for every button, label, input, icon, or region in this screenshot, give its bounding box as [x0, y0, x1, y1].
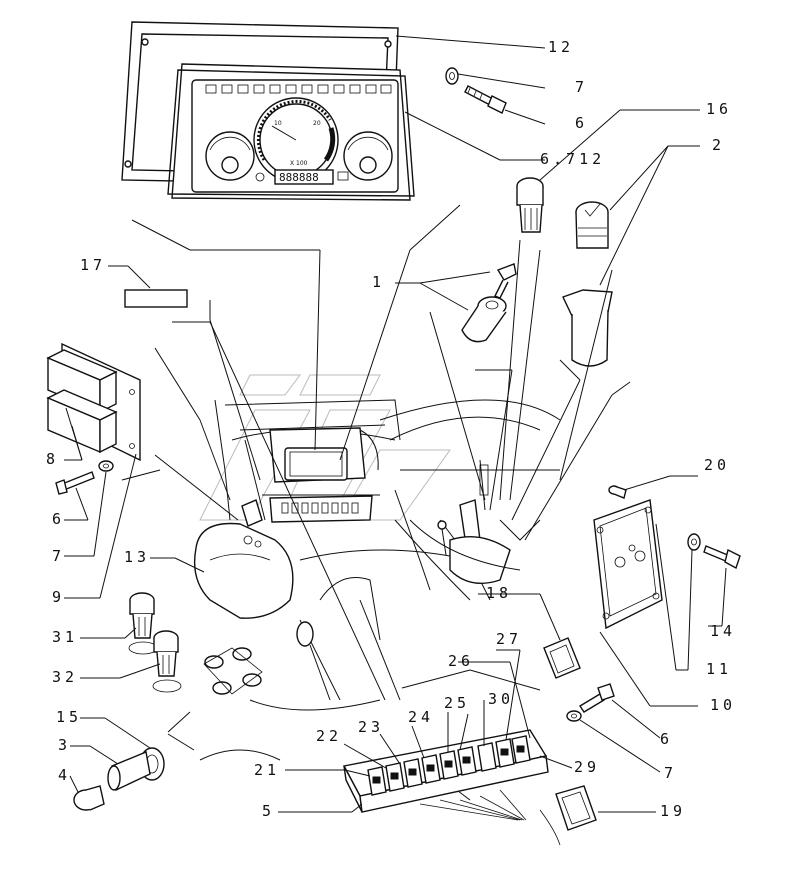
socket-body-3	[107, 751, 151, 792]
callout-3: 3	[58, 736, 71, 754]
washer-7-lower	[566, 710, 582, 722]
callout-14: 14	[710, 622, 736, 640]
callout-5: 5	[262, 802, 275, 820]
callout-7-left: 7	[52, 547, 65, 565]
callout-9: 9	[52, 588, 65, 606]
callout-26: 26	[448, 652, 474, 670]
bolt-6-top	[464, 85, 507, 114]
temperature-gauge	[205, 131, 255, 181]
warning-lamp-strip	[205, 84, 392, 94]
control-module-10	[593, 499, 663, 630]
cigar-lighter-2	[575, 201, 609, 249]
screw-14	[703, 545, 741, 570]
switch-16	[516, 177, 544, 233]
washer-11	[687, 533, 701, 551]
callout-12: 12	[548, 38, 574, 56]
callout-4: 4	[58, 766, 71, 784]
tick-20-label: 20	[313, 120, 321, 127]
odometer-digits: 888888	[279, 171, 319, 184]
console-13	[193, 499, 294, 619]
leader-lines-right	[599, 475, 727, 707]
switch-32	[152, 630, 182, 693]
callout-29: 29	[574, 758, 600, 776]
screw-6-left	[55, 471, 95, 495]
leader-lines-6-7	[579, 699, 661, 773]
washer-7-left	[98, 460, 114, 472]
leader-lines-left	[64, 407, 239, 599]
callout-20: 20	[704, 456, 730, 474]
pin-20	[608, 485, 627, 499]
ignition-switch-1	[461, 296, 507, 343]
switch-cap-18	[478, 593, 581, 679]
panel-switches	[367, 735, 531, 796]
callout-6-left: 6	[52, 510, 65, 528]
callout-6-712: 6.712	[540, 150, 605, 168]
tachometer: 10 20 X 100	[253, 97, 339, 183]
pedal-pads	[203, 647, 263, 695]
instrument-cluster: 10 20 X 100 888888	[167, 63, 415, 201]
multiplier-label: X 100	[290, 160, 308, 167]
callout-25: 25	[444, 694, 470, 712]
leader-lines-panel	[278, 649, 573, 813]
callout-31: 31	[52, 628, 78, 646]
callout-10: 10	[710, 696, 736, 714]
label-plate-17	[124, 289, 188, 308]
switch-row-dash	[281, 502, 359, 514]
leader-lines	[108, 35, 700, 311]
callout-2: 2	[712, 136, 725, 154]
callout-21: 21	[254, 761, 280, 779]
callout-6-lower: 6	[660, 730, 673, 748]
leader-lines-15-3-4	[69, 711, 195, 793]
callout-16: 16	[706, 100, 732, 118]
callout-27: 27	[496, 630, 522, 648]
callout-30: 30	[488, 690, 514, 708]
callout-7-lower: 7	[664, 764, 677, 782]
washer-7-top	[445, 67, 459, 85]
switch-31	[128, 592, 158, 655]
pointer-lines	[131, 204, 631, 701]
callout-17: 17	[80, 256, 106, 274]
callout-19: 19	[660, 802, 686, 820]
callout-8: 8	[46, 450, 59, 468]
callout-13: 13	[124, 548, 150, 566]
ignition-key	[494, 263, 517, 299]
relays-8	[46, 349, 118, 454]
callout-7: 7	[575, 78, 588, 96]
switch-cap-19	[539, 785, 656, 846]
fuel-gauge	[343, 131, 393, 181]
callout-18: 18	[486, 584, 512, 602]
socket-cap-4	[73, 785, 105, 811]
switch-panel-5	[342, 729, 549, 821]
tick-10-label: 10	[274, 120, 282, 127]
cab-interior	[199, 399, 561, 801]
callout-6: 6	[575, 114, 588, 132]
callout-23: 23	[358, 718, 384, 736]
callout-labels: 12 7 6 6.712 16 2 17 1 8 6 7 9 13 20 14 …	[46, 38, 736, 820]
callout-24: 24	[408, 708, 434, 726]
callout-15: 15	[56, 708, 82, 726]
leader-lines-31-32	[80, 557, 205, 679]
callout-32: 32	[52, 668, 78, 686]
callout-22: 22	[316, 727, 342, 745]
callout-11: 11	[706, 660, 732, 678]
callout-1: 1	[372, 273, 385, 291]
bolt-6-lower	[579, 683, 615, 713]
odometer-display: 888888	[255, 169, 349, 185]
